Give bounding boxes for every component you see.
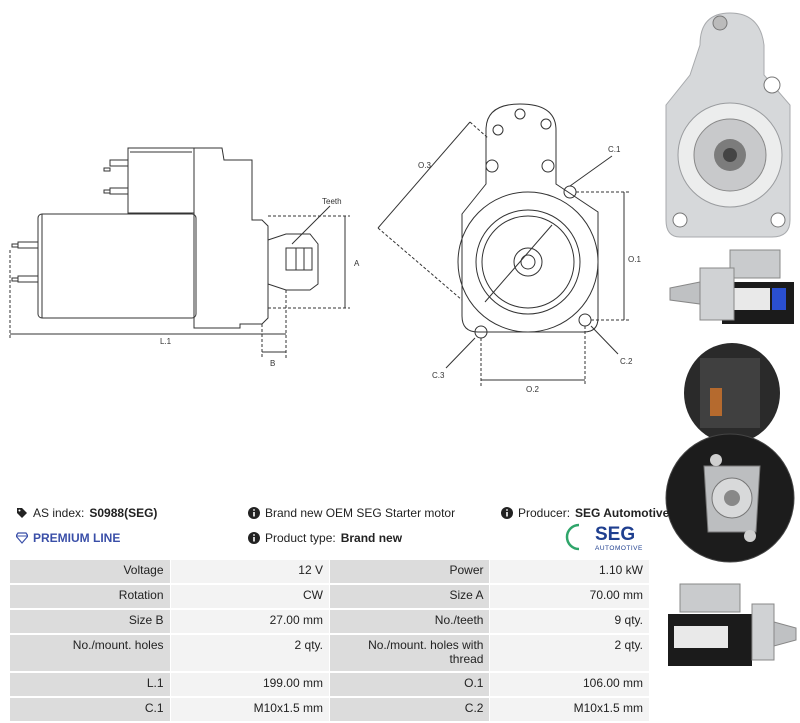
premium-line-text: PREMIUM LINE bbox=[33, 531, 121, 545]
photo-side-view-2 bbox=[660, 574, 800, 674]
producer: Producer: SEG Automotive bbox=[501, 506, 669, 520]
info-icon bbox=[248, 532, 260, 544]
as-index: AS index: S0988(SEG) bbox=[16, 506, 157, 520]
spec-label: Size B bbox=[10, 609, 171, 635]
photo-rear-view bbox=[660, 338, 800, 568]
seg-logo: SEG AUTOMOTIVE bbox=[565, 523, 643, 552]
label-c2: C.2 bbox=[620, 357, 633, 366]
as-index-value: S0988(SEG) bbox=[89, 506, 158, 520]
label-l1: L.1 bbox=[160, 337, 172, 346]
label-c3: C.3 bbox=[432, 371, 445, 380]
spec-label: No./mount. holes bbox=[10, 634, 171, 673]
label-o2: O.2 bbox=[526, 385, 539, 394]
diamond-icon bbox=[16, 532, 28, 544]
spec-value: 199.00 mm bbox=[170, 672, 330, 698]
photo-front-view bbox=[660, 5, 800, 240]
hole-c1 bbox=[563, 185, 577, 199]
spec-label: Size A bbox=[329, 584, 491, 610]
product-type-label: Product type: bbox=[265, 531, 336, 545]
seg-logo-sub: AUTOMOTIVE bbox=[595, 545, 643, 552]
spec-label: C.1 bbox=[10, 697, 171, 723]
pinion bbox=[267, 233, 319, 291]
spec-label: No./teeth bbox=[329, 609, 491, 635]
tag-icon bbox=[17, 508, 27, 518]
drawing-svg: Teeth A B L.1 O.1 O.2 O.3 C.1 C.2 C.3 bbox=[9, 103, 641, 394]
motor-body bbox=[37, 213, 197, 319]
spec-label: C.2 bbox=[329, 697, 491, 723]
spec-value: CW bbox=[170, 584, 330, 610]
info-icon bbox=[501, 507, 513, 519]
as-index-label: AS index: bbox=[33, 506, 85, 520]
front-bore-outer bbox=[457, 191, 599, 333]
spec-value: M10x1.5 mm bbox=[170, 697, 330, 723]
label-o1: O.1 bbox=[628, 255, 641, 264]
drive-housing bbox=[193, 147, 269, 329]
technical-drawing: Teeth A B L.1 O.1 O.2 O.3 C.1 C.2 C.3 bbox=[9, 103, 641, 394]
spec-label: L.1 bbox=[10, 672, 171, 698]
label-b: B bbox=[270, 359, 275, 368]
spec-value: M10x1.5 mm bbox=[489, 697, 650, 723]
spec-label: Rotation bbox=[10, 584, 171, 610]
spec-label: O.1 bbox=[329, 672, 491, 698]
photo-side-view bbox=[660, 240, 800, 335]
spec-value: 2 qty. bbox=[489, 634, 650, 673]
producer-value: SEG Automotive bbox=[575, 506, 670, 520]
spec-value: 106.00 mm bbox=[489, 672, 650, 698]
product-description: Brand new OEM SEG Starter motor bbox=[248, 506, 455, 520]
product-info: AS index: S0988(SEG) Brand new OEM SEG S… bbox=[10, 500, 669, 556]
spec-value: 9 qty. bbox=[489, 609, 650, 635]
producer-label: Producer: bbox=[518, 506, 571, 520]
front-flange bbox=[461, 103, 599, 333]
spec-label: Voltage bbox=[10, 560, 171, 585]
product-type-value: Brand new bbox=[340, 531, 403, 545]
spec-value: 27.00 mm bbox=[170, 609, 330, 635]
hole-c2 bbox=[578, 313, 592, 327]
description-text: Brand new OEM SEG Starter motor bbox=[265, 506, 456, 520]
label-teeth: Teeth bbox=[322, 197, 342, 206]
spec-value: 70.00 mm bbox=[489, 584, 650, 610]
spec-label: No./mount. holes with thread bbox=[329, 634, 491, 673]
label-a: A bbox=[354, 259, 360, 268]
spec-value: 1.10 kW bbox=[489, 560, 650, 585]
seg-logo-main: SEG bbox=[595, 524, 635, 545]
label-o3: O.3 bbox=[418, 161, 431, 170]
info-icon bbox=[248, 507, 260, 519]
label-c1: C.1 bbox=[608, 145, 621, 154]
product-type: Product type: Brand new bbox=[248, 531, 402, 545]
spec-value: 2 qty. bbox=[170, 634, 330, 673]
spec-label: Power bbox=[329, 560, 491, 585]
spec-value: 12 V bbox=[170, 560, 330, 585]
product-photos bbox=[660, 0, 800, 720]
premium-line-badge: PREMIUM LINE bbox=[16, 531, 120, 545]
solenoid-body bbox=[127, 147, 195, 214]
